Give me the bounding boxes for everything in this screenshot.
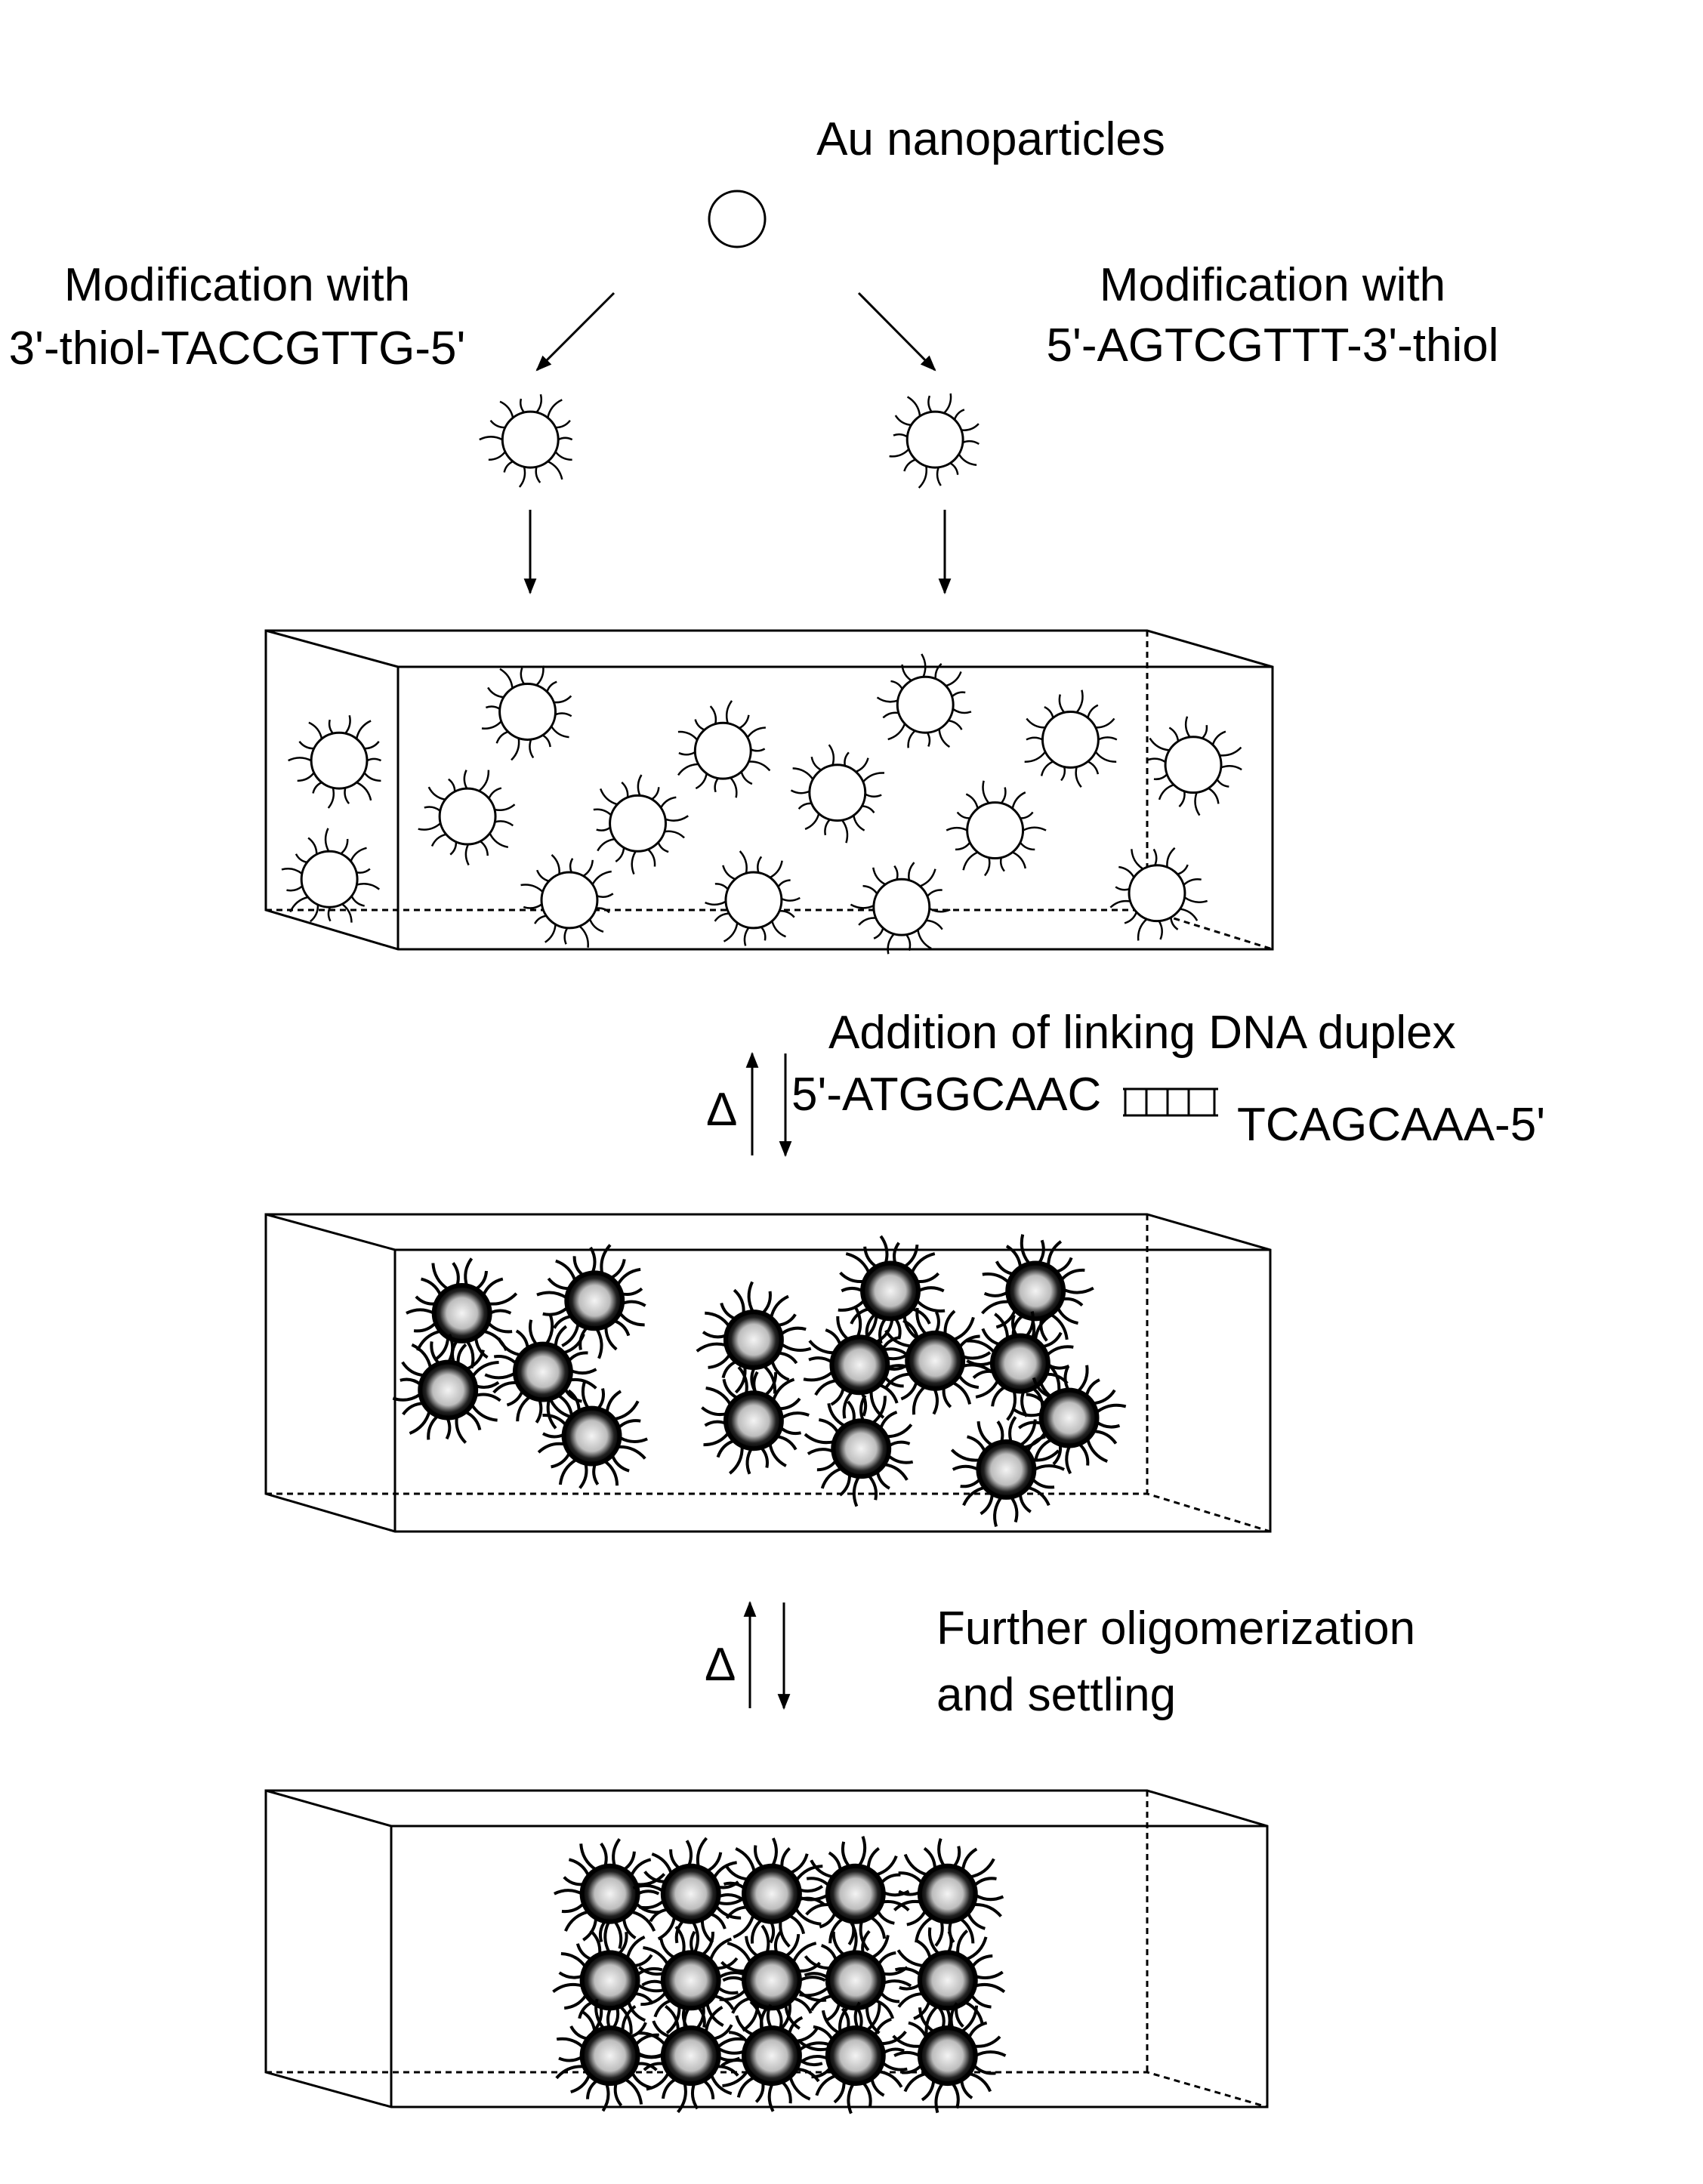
aggregated-particle-icon: [966, 1311, 1074, 1421]
cuvette-aggregated: [264, 1213, 1272, 1533]
aggregated-particle-icon: [838, 1235, 946, 1344]
settled-particle-icon: [798, 2001, 908, 2115]
dispersed-particle-icon: [1146, 716, 1242, 816]
linker-strand-left: 5'-ATGGCAAC: [791, 1069, 1101, 1121]
settled-particle-icon: [555, 1998, 669, 2112]
dispersed-particle-icon: [850, 862, 951, 955]
linker-strand-right: TCAGCAAA-5': [1237, 1099, 1545, 1151]
step2-line2: and settling: [936, 1669, 1176, 1721]
step2-heat-symbol: Δ: [705, 1639, 736, 1691]
dispersed-particle-icon: [946, 780, 1047, 877]
aggregated-particle-icon: [537, 1380, 648, 1489]
dispersed-particle-icon: [288, 714, 382, 809]
dispersed-particle-icon: [481, 665, 572, 761]
modified-particle-icon: [889, 393, 980, 489]
right-branch-line1: Modification with: [1100, 259, 1445, 311]
title-au-nanoparticles: Au nanoparticles: [816, 113, 1165, 165]
left-arrow-icon: [535, 292, 615, 372]
duplex-ladder-icon: [1123, 1087, 1218, 1117]
step2-line1: Further oligomerization: [936, 1603, 1415, 1655]
cuvette-dispersed: [264, 629, 1274, 955]
aggregated-particle-icon: [701, 1365, 810, 1475]
dispersed-particle-icon: [876, 653, 972, 748]
aggregated-particle-icon: [950, 1416, 1065, 1528]
settled-particle-icon: [554, 1837, 666, 1949]
aggregated-particle-icon: [392, 1334, 501, 1444]
settled-particle-icon: [632, 1837, 743, 1952]
settled-particle-icon: [892, 2002, 1007, 2114]
settled-particle-icon: [893, 1837, 1004, 1947]
aggregated-particle-icon: [1013, 1362, 1127, 1475]
settled-particle-icon: [797, 1835, 910, 1951]
cuvette-settled: [264, 1789, 1269, 2115]
step1-heat-symbol: Δ: [706, 1084, 737, 1136]
settled-particle-icon: [552, 1921, 668, 2034]
aggregated-particle-icon: [536, 1244, 646, 1359]
dispersed-particle-icon: [1109, 847, 1208, 941]
dispersed-particle-icon: [418, 770, 516, 866]
right-branch-sequence: 5'-AGTCGTTT-3'-thiol: [1047, 319, 1499, 372]
step1-label: Addition of linking DNA duplex: [828, 1007, 1456, 1059]
left-branch-sequence: 3'-thiol-TACCGTTG-5': [9, 322, 466, 375]
dispersed-particle-icon: [705, 850, 801, 946]
dispersed-particle-icon: [520, 854, 614, 948]
settled-particle-icon: [894, 1927, 1006, 2034]
right-arrow-icon: [857, 292, 936, 372]
bare-nanoparticle-icon: [708, 190, 767, 248]
aggregated-particle-icon: [804, 1394, 914, 1507]
settled-particle-icon: [716, 1837, 825, 1948]
dispersed-particle-icon: [790, 744, 885, 844]
modified-particle-icon: [479, 393, 573, 488]
dispersed-particle-icon: [593, 774, 689, 875]
aggregated-particle-icon: [484, 1313, 597, 1430]
settled-particle-icon: [637, 2003, 745, 2114]
dispersed-particle-icon: [1024, 689, 1118, 788]
aggregated-particle-icon: [696, 1281, 812, 1394]
dispersed-particle-icon: [281, 828, 380, 923]
dispersed-particle-icon: [677, 700, 771, 798]
aggregated-particle-icon: [981, 1234, 1094, 1347]
settled-particle-icon: [719, 1924, 827, 2034]
settled-particle-icon: [715, 2000, 829, 2112]
left-branch-line1: Modification with: [64, 259, 410, 311]
